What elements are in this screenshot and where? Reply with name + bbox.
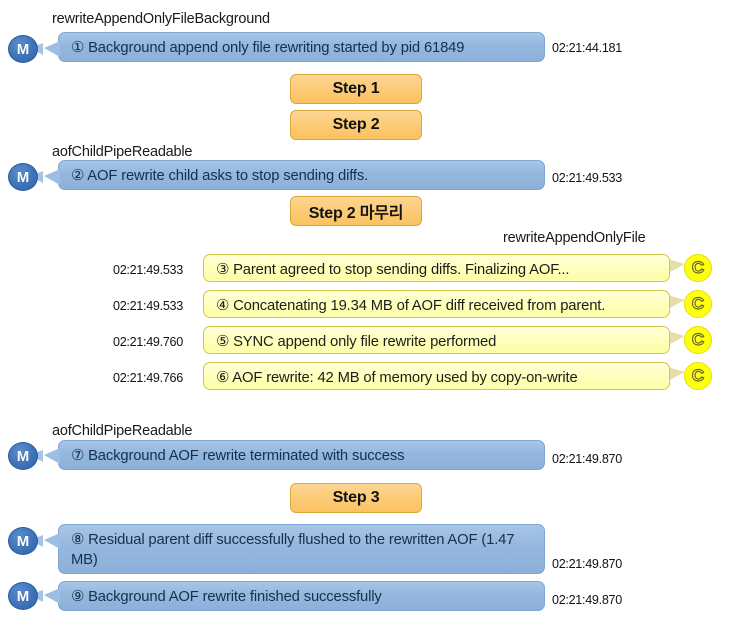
message-timestamp-4: 02:21:49.533 [113,299,183,313]
bubble-tail-8 [30,533,60,549]
avatar-main-2: M [8,163,38,191]
avatar-main-9: M [8,582,38,610]
step-button-2-end[interactable]: Step 2 마무리 [290,196,422,226]
message-timestamp-8: 02:21:49.870 [552,557,622,571]
bubble-tail-5 [668,331,685,345]
avatar-main-1: M [8,35,38,63]
avatar-main-7: M [8,442,38,470]
message-timestamp-2: 02:21:49.533 [552,171,622,185]
bubble-tail-1 [30,41,60,57]
message-bubble-5[interactable]: ⑤ SYNC append only file rewrite performe… [203,326,670,354]
message-timestamp-1: 02:21:44.181 [552,41,622,55]
function-label-aof-child-pipe-readable-1: aofChildPipeReadable [52,144,193,160]
message-timestamp-9: 02:21:49.870 [552,593,622,607]
bubble-tail-7 [30,448,60,464]
message-bubble-7[interactable]: ⑦ Background AOF rewrite terminated with… [58,440,545,470]
bubble-tail-2 [30,169,60,185]
message-bubble-8[interactable]: ⑧ Residual parent diff successfully flus… [58,524,545,574]
function-label-aof-child-pipe-readable-2: aofChildPipeReadable [52,423,193,439]
message-bubble-1[interactable]: ① Background append only file rewriting … [58,32,545,62]
function-label-rewrite-append-only-file: rewriteAppendOnlyFile [503,230,646,246]
bubble-tail-6 [668,367,685,381]
bubble-tail-9 [30,588,60,604]
bubble-tail-4 [668,295,685,309]
message-timestamp-3: 02:21:49.533 [113,263,183,277]
bubble-tail-3 [668,259,685,273]
step-button-2[interactable]: Step 2 [290,110,422,140]
avatar-child-6: C [684,362,712,390]
message-timestamp-6: 02:21:49.766 [113,371,183,385]
message-bubble-6[interactable]: ⑥ AOF rewrite: 42 MB of memory used by c… [203,362,670,390]
avatar-main-8: M [8,527,38,555]
message-bubble-2[interactable]: ② AOF rewrite child asks to stop sending… [58,160,545,190]
message-timestamp-5: 02:21:49.760 [113,335,183,349]
message-bubble-4[interactable]: ④ Concatenating 19.34 MB of AOF diff rec… [203,290,670,318]
avatar-child-3: C [684,254,712,282]
step-button-1[interactable]: Step 1 [290,74,422,104]
message-timestamp-7: 02:21:49.870 [552,452,622,466]
avatar-child-4: C [684,290,712,318]
step-button-3[interactable]: Step 3 [290,483,422,513]
function-label-rewrite-append-only-file-background: rewriteAppendOnlyFileBackground [52,11,270,27]
message-bubble-9[interactable]: ⑨ Background AOF rewrite finished succes… [58,581,545,611]
avatar-child-5: C [684,326,712,354]
message-bubble-3[interactable]: ③ Parent agreed to stop sending diffs. F… [203,254,670,282]
